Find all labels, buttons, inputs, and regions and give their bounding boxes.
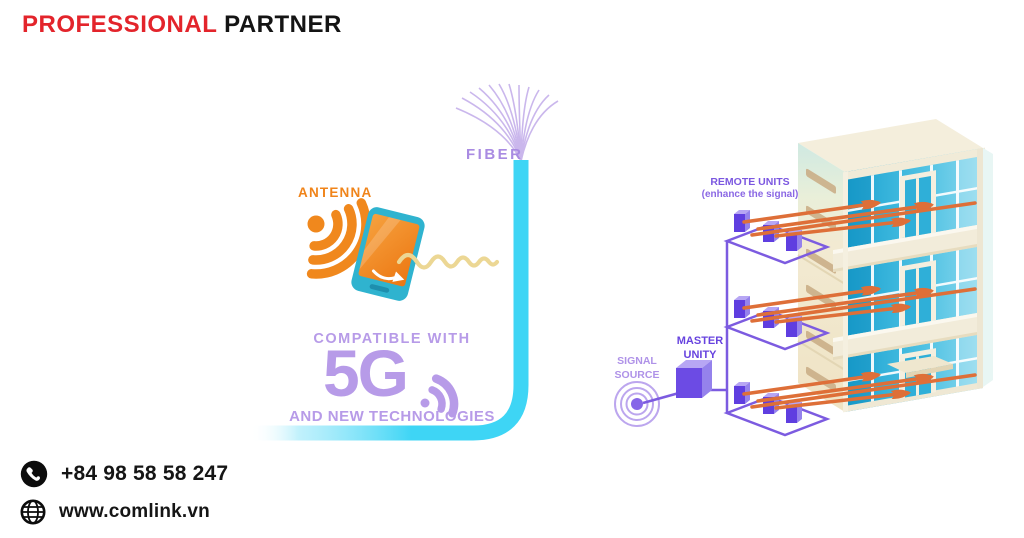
fiber-cable <box>250 160 529 441</box>
brand-secondary: PARTNER <box>224 11 342 38</box>
5g-headline: 5G <box>322 336 409 410</box>
signal-source-label: SIGNAL SOURCE <box>614 355 660 381</box>
phone-row: +84 98 58 58 247 <box>20 460 228 488</box>
building-window-face <box>833 147 987 413</box>
globe-icon <box>20 499 46 525</box>
master-unit-label: MASTER UNITY <box>676 335 724 362</box>
signal-wave <box>396 252 500 270</box>
fiber-label: FIBER <box>466 146 524 163</box>
building-roof <box>798 119 983 172</box>
brand-primary: PROFESSIONAL <box>22 11 217 38</box>
das-piping <box>642 223 831 437</box>
compatible-with-label: COMPATIBLE WITH <box>313 331 471 347</box>
remote-units-title: REMOTE UNITS <box>710 176 790 188</box>
remote-units-subtitle: (enhance the signal) <box>701 189 799 201</box>
signal-arrows <box>742 199 977 410</box>
website-row: www.comlink.vn <box>20 499 228 525</box>
remote-unit <box>734 296 750 318</box>
wifi-signal-icon <box>306 198 371 279</box>
5g-signal-icon <box>420 374 459 418</box>
page-title: PROFESSIONAL PARTNER <box>22 11 342 39</box>
contact-block: +84 98 58 58 247 www.comlink.vn <box>20 460 228 536</box>
building-right-edge <box>983 148 993 387</box>
website-url: www.comlink.vn <box>59 501 210 522</box>
remote-units-label: REMOTE UNITS (enhance the signal) <box>688 176 812 202</box>
antenna-label: ANTENNA <box>298 185 373 200</box>
phone-number: +84 98 58 58 247 <box>61 462 229 485</box>
signal-source-icon <box>614 381 660 427</box>
master-unit-box <box>676 360 712 398</box>
phone-icon <box>20 460 48 488</box>
new-technologies-label: AND NEW TECHNOLOGIES <box>289 408 495 425</box>
phone-illustration <box>351 207 425 301</box>
building-illustration <box>797 119 993 413</box>
fiber-strands <box>455 83 559 162</box>
